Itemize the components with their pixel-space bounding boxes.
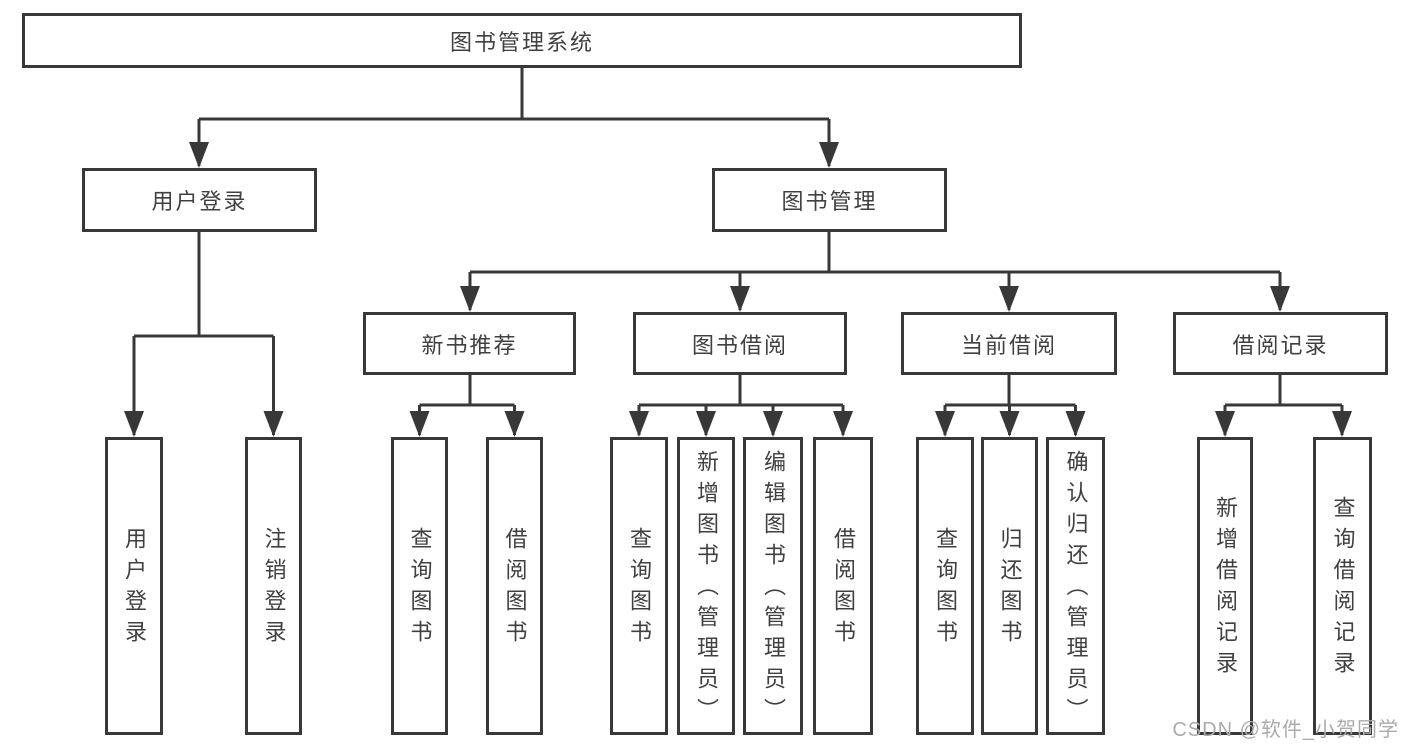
node-book-management: 图书管理 (712, 168, 947, 232)
node-book-borrowing: 图书借阅 (633, 312, 847, 375)
leaf-query-book-current: 查询图书 (916, 437, 974, 735)
leaf-borrow-book: 借阅图书 (813, 437, 873, 735)
leaf-query-borrow-record: 查询借阅记录 (1313, 437, 1372, 735)
csdn-watermark: CSDN @软件_小贺同学 (1172, 719, 1399, 741)
leaf-return-book: 归还图书 (981, 437, 1038, 735)
node-borrowing-records: 借阅记录 (1173, 312, 1388, 375)
node-new-book-recommendation: 新书推荐 (363, 312, 576, 375)
node-user-login: 用户登录 (82, 168, 317, 232)
node-root-library-system: 图书管理系统 (22, 13, 1022, 68)
leaf-user-login: 用户登录 (105, 437, 163, 735)
node-current-borrowing: 当前借阅 (901, 312, 1117, 375)
leaf-add-book-admin: 新增图书（管理员） (677, 437, 735, 735)
leaf-add-borrow-record: 新增借阅记录 (1197, 437, 1253, 735)
leaf-borrow-book-rec: 借阅图书 (486, 437, 543, 735)
leaf-logout: 注销登录 (245, 437, 302, 735)
leaf-edit-book-admin: 编辑图书（管理员） (743, 437, 803, 735)
leaf-confirm-return-admin: 确认归还（管理员） (1046, 437, 1105, 735)
leaf-query-book-rec: 查询图书 (391, 437, 448, 735)
leaf-query-book-borrow: 查询图书 (610, 437, 668, 735)
